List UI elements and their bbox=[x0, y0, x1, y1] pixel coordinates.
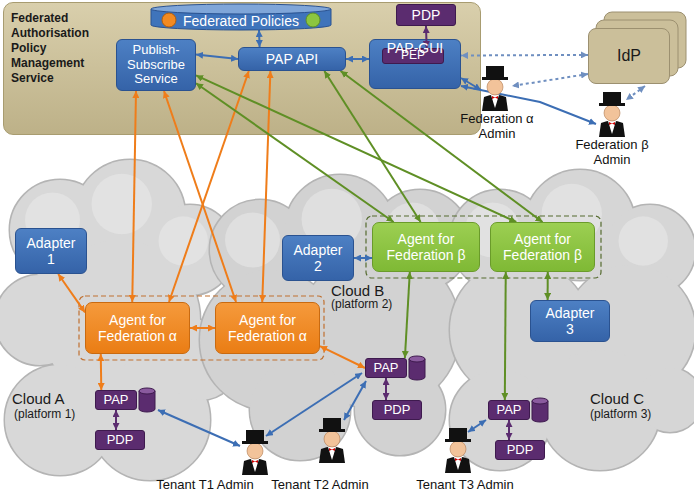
connector bbox=[405, 272, 410, 358]
admin-figure bbox=[445, 428, 471, 473]
pap-store bbox=[139, 388, 155, 412]
box-label: PDP bbox=[507, 443, 534, 458]
connector bbox=[508, 420, 510, 440]
connector bbox=[132, 91, 136, 302]
box-label: Publish-Subscribe Service bbox=[117, 43, 195, 88]
connector bbox=[354, 257, 372, 259]
connector bbox=[346, 58, 369, 60]
role-label: Tenant T1 Admin bbox=[145, 478, 265, 493]
federation-group bbox=[366, 216, 601, 278]
cloud-name: Cloud A bbox=[12, 390, 65, 407]
box-label: PDP bbox=[412, 7, 441, 23]
box-label: Adapter 1 bbox=[23, 235, 79, 267]
policy-point: PDP bbox=[396, 4, 456, 26]
box-label: PDP bbox=[107, 433, 134, 448]
cloud-name: (platform 2) bbox=[331, 298, 392, 312]
admin-figure bbox=[319, 418, 345, 463]
process-box: Adapter 2 bbox=[282, 235, 354, 281]
policy-store: Federated Policies bbox=[151, 4, 331, 30]
federation-agent: Agent for Federation β bbox=[372, 222, 480, 272]
idp-link bbox=[626, 86, 645, 100]
federation-agent: Agent for Federation α bbox=[85, 302, 190, 354]
box-label: Agent for Federation β bbox=[491, 231, 594, 263]
connector bbox=[164, 91, 236, 302]
role-label: Tenant T3 Admin bbox=[405, 478, 525, 493]
connector bbox=[100, 354, 103, 390]
connector bbox=[258, 30, 261, 47]
process-box: Publish-Subscribe Service bbox=[116, 39, 196, 91]
connector bbox=[425, 26, 428, 48]
gui-box: PEPPAP-GUI bbox=[369, 39, 461, 89]
cloud-platform: Adapter 2 Agent for Federation β Agent for… bbox=[195, 195, 480, 455]
role-label: Federation β Admin bbox=[566, 138, 658, 168]
box-label: Agent for Federation β bbox=[373, 231, 479, 263]
connector bbox=[547, 272, 549, 300]
policy-stores bbox=[139, 356, 548, 422]
cloud-name: (platform 3) bbox=[590, 408, 651, 422]
box-label: IdP bbox=[617, 47, 641, 65]
policy-point: PAP bbox=[95, 390, 137, 410]
box-label: Federated Policies bbox=[183, 13, 299, 29]
policy-point: PDP bbox=[95, 430, 145, 450]
box-label: Agent for Federation α bbox=[86, 312, 189, 344]
pap-store bbox=[409, 356, 425, 380]
idp-link bbox=[512, 74, 588, 86]
process-box: Adapter 1 bbox=[15, 228, 87, 274]
box-label: Adapter 2 bbox=[290, 242, 346, 274]
identity-provider: IdP bbox=[588, 28, 670, 84]
idp-back-box bbox=[596, 20, 678, 76]
federation-agent: Agent for Federation β bbox=[490, 222, 595, 272]
box-label: Adapter 3 bbox=[542, 305, 598, 337]
connector bbox=[504, 272, 507, 400]
connector bbox=[58, 274, 85, 312]
tenant-link bbox=[158, 410, 240, 446]
connector bbox=[320, 346, 365, 368]
federation-agent: Agent for Federation α bbox=[215, 302, 320, 354]
box-label: PAP-GUI bbox=[387, 40, 444, 56]
admin-figure bbox=[599, 92, 625, 137]
policy-point: PAP bbox=[365, 358, 407, 378]
connector bbox=[341, 71, 543, 222]
policy-point: PDP bbox=[495, 440, 545, 460]
cloud-name: Cloud B bbox=[331, 282, 384, 299]
connector bbox=[190, 327, 215, 329]
tenant-link bbox=[344, 381, 366, 420]
tenant-link bbox=[266, 373, 362, 436]
connector bbox=[385, 378, 387, 400]
connector bbox=[196, 55, 238, 59]
role-label: Tenant T2 Admin bbox=[260, 478, 380, 493]
role-label: Federation α Admin bbox=[451, 112, 543, 142]
tenant-link bbox=[468, 420, 486, 432]
federation-group bbox=[79, 296, 324, 360]
box-label: PDP bbox=[384, 403, 411, 418]
box-label: PAP API bbox=[266, 51, 318, 67]
box-label: Agent for Federation α bbox=[216, 312, 319, 344]
cloud-name: Cloud C bbox=[590, 390, 644, 407]
process-box: Adapter 3 bbox=[530, 300, 610, 342]
pap-store bbox=[532, 398, 548, 422]
process-box: PAP API bbox=[238, 47, 346, 71]
admin-figure bbox=[242, 430, 268, 475]
connector bbox=[115, 410, 117, 430]
admin-figure bbox=[482, 66, 508, 111]
box-label: PAP bbox=[103, 393, 128, 408]
admin-figures bbox=[242, 66, 625, 475]
box-label: PAP bbox=[373, 361, 398, 376]
connector bbox=[461, 54, 588, 57]
connector bbox=[169, 71, 249, 302]
cloud-platform: Adapter 1 Agent for Federation α PAP PDP Clo… bbox=[0, 175, 235, 475]
box-label: PAP bbox=[496, 403, 521, 418]
service-heading: Federated Authorisation Policy Managemen… bbox=[11, 11, 97, 86]
cloud-name: (platform 1) bbox=[14, 408, 75, 422]
policy-point: PDP bbox=[372, 400, 422, 420]
connector bbox=[196, 75, 516, 222]
policy-point: PAP bbox=[488, 400, 530, 420]
